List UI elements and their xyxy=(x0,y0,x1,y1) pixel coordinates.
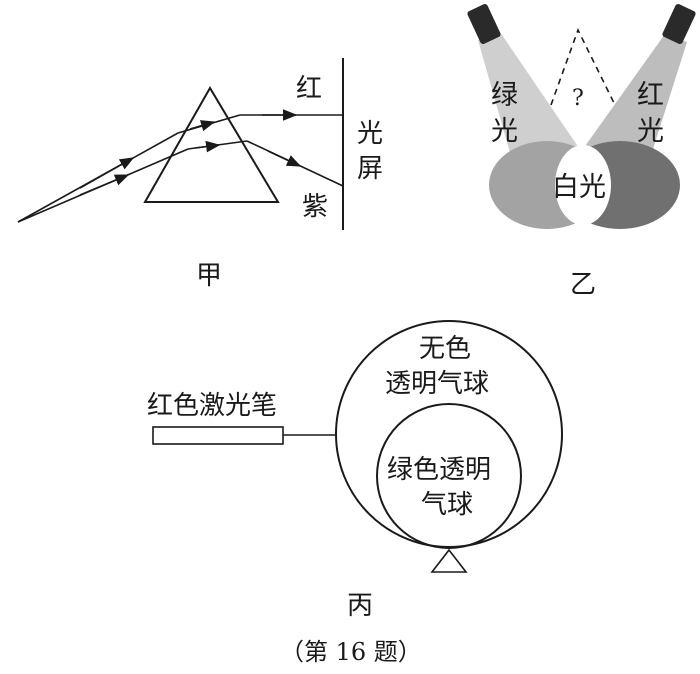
screen-label-2: 屏 xyxy=(357,154,383,184)
refracted-arrow-upper xyxy=(189,120,216,132)
outer-balloon-label-1: 无色 xyxy=(419,334,471,364)
white-spot xyxy=(555,145,611,225)
incoming-ray-arrow-2 xyxy=(79,174,130,196)
white-light-label: 白光 xyxy=(552,172,606,203)
red-light-label-2: 光 xyxy=(637,116,664,147)
red-label: 红 xyxy=(296,74,322,104)
panel-c-laser-balloons: 红色激光笔 无色 透明气球 绿色透明 气球 丙 xyxy=(147,320,563,621)
panel-b-label: 乙 xyxy=(570,270,596,300)
inner-balloon-label-1: 绿色透明 xyxy=(387,455,491,485)
emergent-ray-violet-arrow xyxy=(267,150,302,167)
laser-label: 红色激光笔 xyxy=(147,391,277,421)
question-mark: ? xyxy=(572,86,584,111)
green-lamp-icon xyxy=(467,4,501,44)
panel-c-label: 丙 xyxy=(347,591,373,621)
prism xyxy=(143,86,280,203)
green-light-label-1: 绿 xyxy=(491,80,518,111)
violet-label: 紫 xyxy=(302,192,328,222)
outer-balloon-label-2: 透明气球 xyxy=(385,369,489,399)
incoming-ray-arrow-1 xyxy=(79,157,135,189)
green-light-label-2: 光 xyxy=(491,116,518,147)
inner-balloon-label-2: 气球 xyxy=(421,490,473,520)
figure-caption: （第 16 题） xyxy=(280,638,422,666)
unknown-region-outline xyxy=(550,27,616,106)
screen-label-1: 光 xyxy=(357,119,383,149)
red-lamp-icon xyxy=(662,4,696,44)
panel-b-light-mixing: ? 绿 光 红 光 白光 乙 xyxy=(467,4,696,300)
inner-balloon xyxy=(376,403,522,549)
balloon-stand xyxy=(430,548,468,573)
refracted-arrow-lower xyxy=(194,140,221,153)
red-light-label-1: 红 xyxy=(637,80,664,111)
panel-a-label: 甲 xyxy=(196,261,222,291)
laser-pointer xyxy=(152,426,284,445)
panel-a-prism-dispersion: 红 光 屏 紫 甲 xyxy=(17,58,383,291)
